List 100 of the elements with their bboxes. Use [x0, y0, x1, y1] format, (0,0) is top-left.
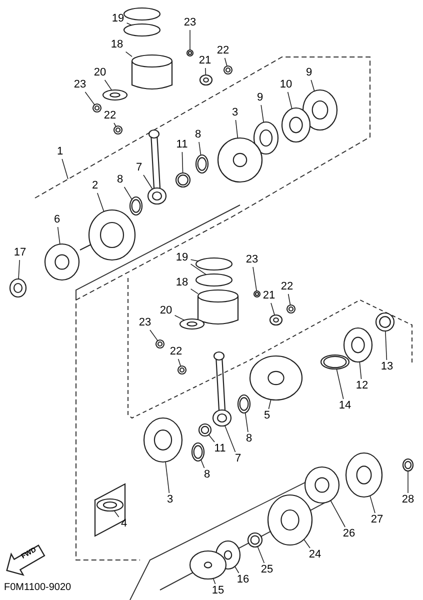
callout-number: 21	[262, 290, 276, 302]
callout-number: 2	[90, 180, 100, 192]
leader-line	[370, 495, 376, 514]
callout-number: 5	[262, 410, 272, 422]
callout-number: 11	[213, 444, 227, 454]
callout-number: 8	[194, 130, 202, 140]
callout-number: 22	[280, 282, 294, 292]
leader-line	[212, 578, 216, 584]
leader-line	[359, 362, 362, 380]
callout-number: 10	[278, 80, 294, 90]
leader-line	[182, 152, 184, 174]
leader-line	[124, 186, 132, 200]
leader-line	[224, 58, 228, 66]
piston-ring-drawing	[123, 7, 161, 21]
callout-number: 12	[354, 380, 370, 392]
callout-number: 26	[342, 528, 356, 540]
callout-number: 20	[92, 68, 108, 78]
callout-number: 3	[230, 108, 240, 118]
callout-number: 22	[216, 46, 230, 56]
callout-number: 1	[56, 146, 64, 158]
leader-line	[18, 260, 20, 280]
callout-number: 22	[102, 110, 118, 122]
bearing-drawing	[186, 49, 194, 57]
callout-number: 18	[174, 278, 190, 288]
leader-line	[190, 288, 198, 294]
callout-number: 7	[234, 454, 242, 464]
leader-line	[150, 330, 158, 342]
leader-line	[198, 142, 202, 156]
leader-line	[310, 80, 315, 92]
leader-line	[235, 120, 238, 138]
leader-line	[252, 266, 257, 292]
callout-number: 8	[116, 174, 124, 186]
callout-number: 9	[256, 92, 264, 104]
piston-drawing	[197, 289, 239, 325]
leader-line	[224, 425, 236, 452]
callout-number: 9	[304, 68, 314, 78]
callout-number: 7	[134, 162, 144, 174]
leader-line	[287, 92, 292, 110]
leader-line	[84, 92, 95, 106]
leader-line	[205, 68, 206, 76]
callout-number: 23	[244, 254, 260, 266]
leader-line	[125, 51, 132, 57]
leader-line	[208, 434, 215, 442]
leader-line	[114, 510, 120, 518]
callout-number: 14	[338, 400, 352, 412]
piston-ring-drawing	[123, 23, 161, 37]
leader-line	[257, 546, 265, 564]
callout-number: 13	[380, 362, 394, 372]
bearing-drawing	[189, 550, 227, 580]
callout-number: 8	[202, 470, 212, 480]
bearing-drawing	[402, 458, 414, 472]
callout-number: 17	[12, 248, 28, 258]
leader-line	[62, 158, 68, 180]
leader-line	[114, 122, 116, 127]
leader-line	[288, 294, 291, 306]
leader-line	[270, 302, 275, 316]
bearing-drawing	[345, 452, 383, 498]
leader-line	[330, 500, 346, 528]
leader-line	[385, 330, 388, 360]
leader-line	[234, 566, 240, 574]
callout-number: 25	[260, 564, 274, 576]
callout-number: 18	[110, 40, 124, 50]
callout-number: 4	[120, 518, 128, 530]
leader-line	[143, 174, 153, 190]
leader-line	[126, 22, 132, 26]
leader-line	[190, 264, 206, 275]
callout-number: 23	[138, 318, 152, 328]
leader-line	[260, 104, 264, 123]
leader-line	[304, 539, 310, 548]
callout-number: 19	[174, 252, 190, 264]
callout-number: 21	[198, 56, 212, 66]
callout-number: 27	[370, 514, 384, 526]
callout-number: 16	[236, 574, 250, 586]
callout-number: 19	[110, 14, 126, 24]
callout-number: 23	[72, 80, 88, 90]
bearing-drawing	[375, 312, 395, 332]
callout-number: 15	[210, 586, 226, 596]
leader-line	[190, 259, 199, 262]
piston-drawing	[131, 54, 173, 90]
leader-line	[244, 412, 248, 432]
leader-line	[165, 461, 170, 494]
callout-number: 20	[158, 306, 174, 316]
leader-line	[336, 368, 344, 400]
callout-number: 3	[166, 494, 174, 506]
leader-line	[57, 226, 60, 244]
figure-code: F0M1100-9020	[4, 583, 72, 593]
callout-number: 28	[400, 494, 416, 506]
leader-line	[200, 459, 205, 468]
bearing-drawing	[9, 278, 27, 298]
leader-line	[104, 80, 112, 91]
leader-line	[97, 192, 104, 212]
callout-number: 24	[308, 550, 322, 560]
callout-number: 6	[52, 214, 62, 226]
leader-line	[268, 399, 272, 410]
leader-line	[178, 358, 182, 367]
leader-line	[174, 315, 185, 321]
assembly-outline	[34, 56, 370, 560]
callout-number: 22	[168, 346, 184, 358]
callout-number: 8	[244, 434, 254, 444]
callout-number: 23	[182, 18, 198, 28]
